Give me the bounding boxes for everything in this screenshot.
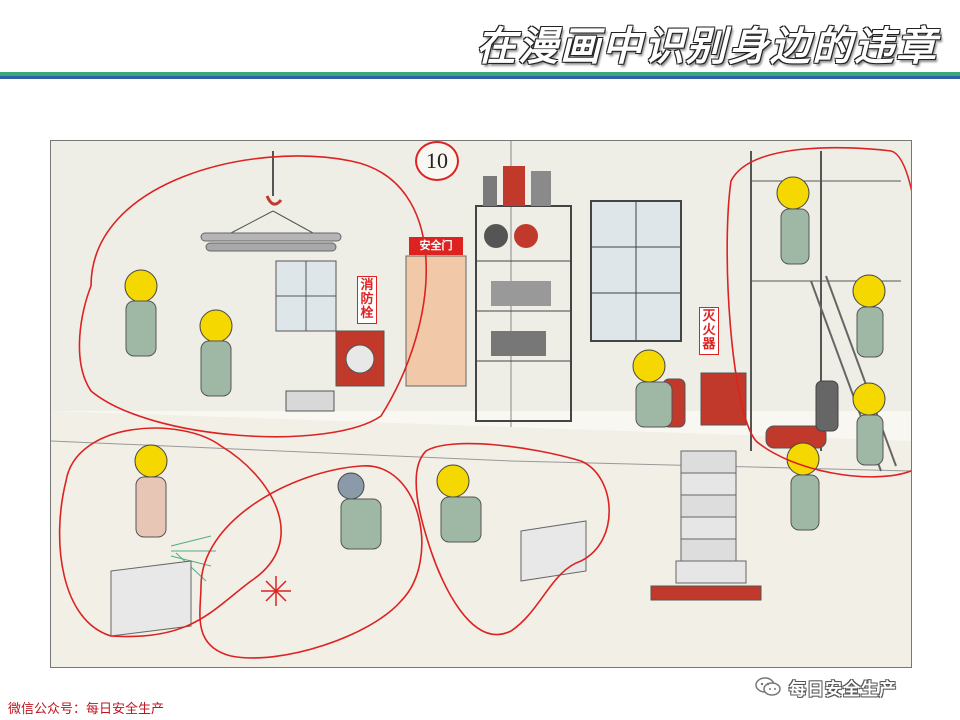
extinguisher-sign: 灭火器 (699, 307, 719, 355)
hand-cart-left (285, 390, 335, 412)
exit-door (405, 255, 467, 387)
wechat-icon (755, 676, 781, 698)
gas-cylinder-standing (815, 380, 839, 432)
header-rule-blue (0, 76, 960, 79)
worker-bodies (125, 208, 884, 550)
window-right (590, 200, 682, 342)
hazard-circle-cutting (415, 442, 610, 636)
hydrant-sign: 消防栓 (357, 276, 377, 324)
welding-machine (700, 372, 747, 426)
hazard-circles (58, 146, 911, 659)
scaffold-ladder (750, 151, 901, 472)
brand-name: 每日安全生产 (789, 679, 897, 700)
page-title: 在漫画中识别身边的违章 (476, 23, 938, 70)
hazard-circle-ladder (726, 146, 911, 478)
header-rule-green (0, 72, 960, 76)
hazard-circle-welding (199, 465, 423, 659)
stacked-blocks (650, 450, 762, 601)
comic-drawing (51, 141, 911, 667)
metal-sheet-1 (110, 560, 192, 637)
panel-number-badge: 10 (415, 141, 459, 181)
storage-shelf (475, 166, 572, 422)
hazard-circle-grinding (58, 427, 282, 638)
worker-figures (124, 176, 886, 498)
comic-illustration: 10 安全门 消防栓 灭火器 (50, 140, 912, 668)
crane-hook-load (200, 151, 342, 252)
hazard-circle-lifting (78, 155, 428, 438)
footer-brand: 每日安全生产 (755, 672, 897, 702)
exit-door-sign: 安全门 (409, 237, 463, 255)
window-left (275, 260, 337, 332)
footer-source: 微信公众号：每日安全生产 (8, 702, 165, 717)
metal-sheet-2 (520, 520, 587, 582)
welding-sparks (261, 576, 291, 606)
